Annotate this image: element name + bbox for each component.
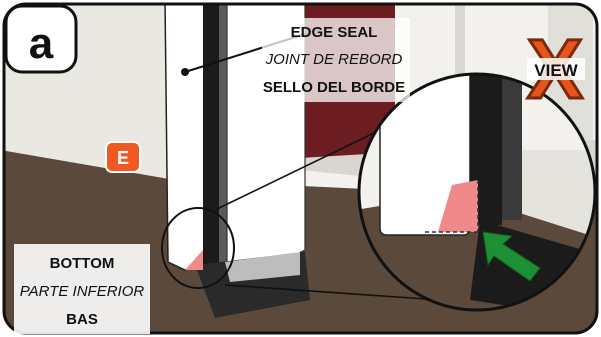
edge-seal-es: SELLO DEL BORDE: [263, 79, 405, 96]
panel-letter: a: [29, 19, 54, 68]
door-profile: [203, 0, 219, 270]
logo-view-text: VIEW: [534, 61, 578, 80]
e-badge-letter: E: [117, 148, 129, 168]
bottom-es: PARTE INFERIOR: [20, 283, 145, 300]
leader-dot: [181, 68, 189, 76]
edge-seal-label: EDGE SEAL JOINT DE REBORD SELLO DEL BORD…: [262, 18, 410, 102]
bottom-label: BOTTOM PARTE INFERIOR BAS: [14, 244, 150, 334]
glass-panel: [165, 0, 205, 270]
e-badge: E: [106, 142, 140, 172]
panel-letter-box: a: [6, 6, 76, 72]
bottom-fr: BAS: [66, 311, 98, 328]
bottom-en: BOTTOM: [50, 255, 115, 272]
door-profile-edge: [219, 0, 227, 265]
edge-seal-en: EDGE SEAL: [291, 24, 378, 41]
edge-seal-fr: JOINT DE REBORD: [265, 51, 403, 68]
view-x-logo: X VIEW: [527, 22, 585, 116]
